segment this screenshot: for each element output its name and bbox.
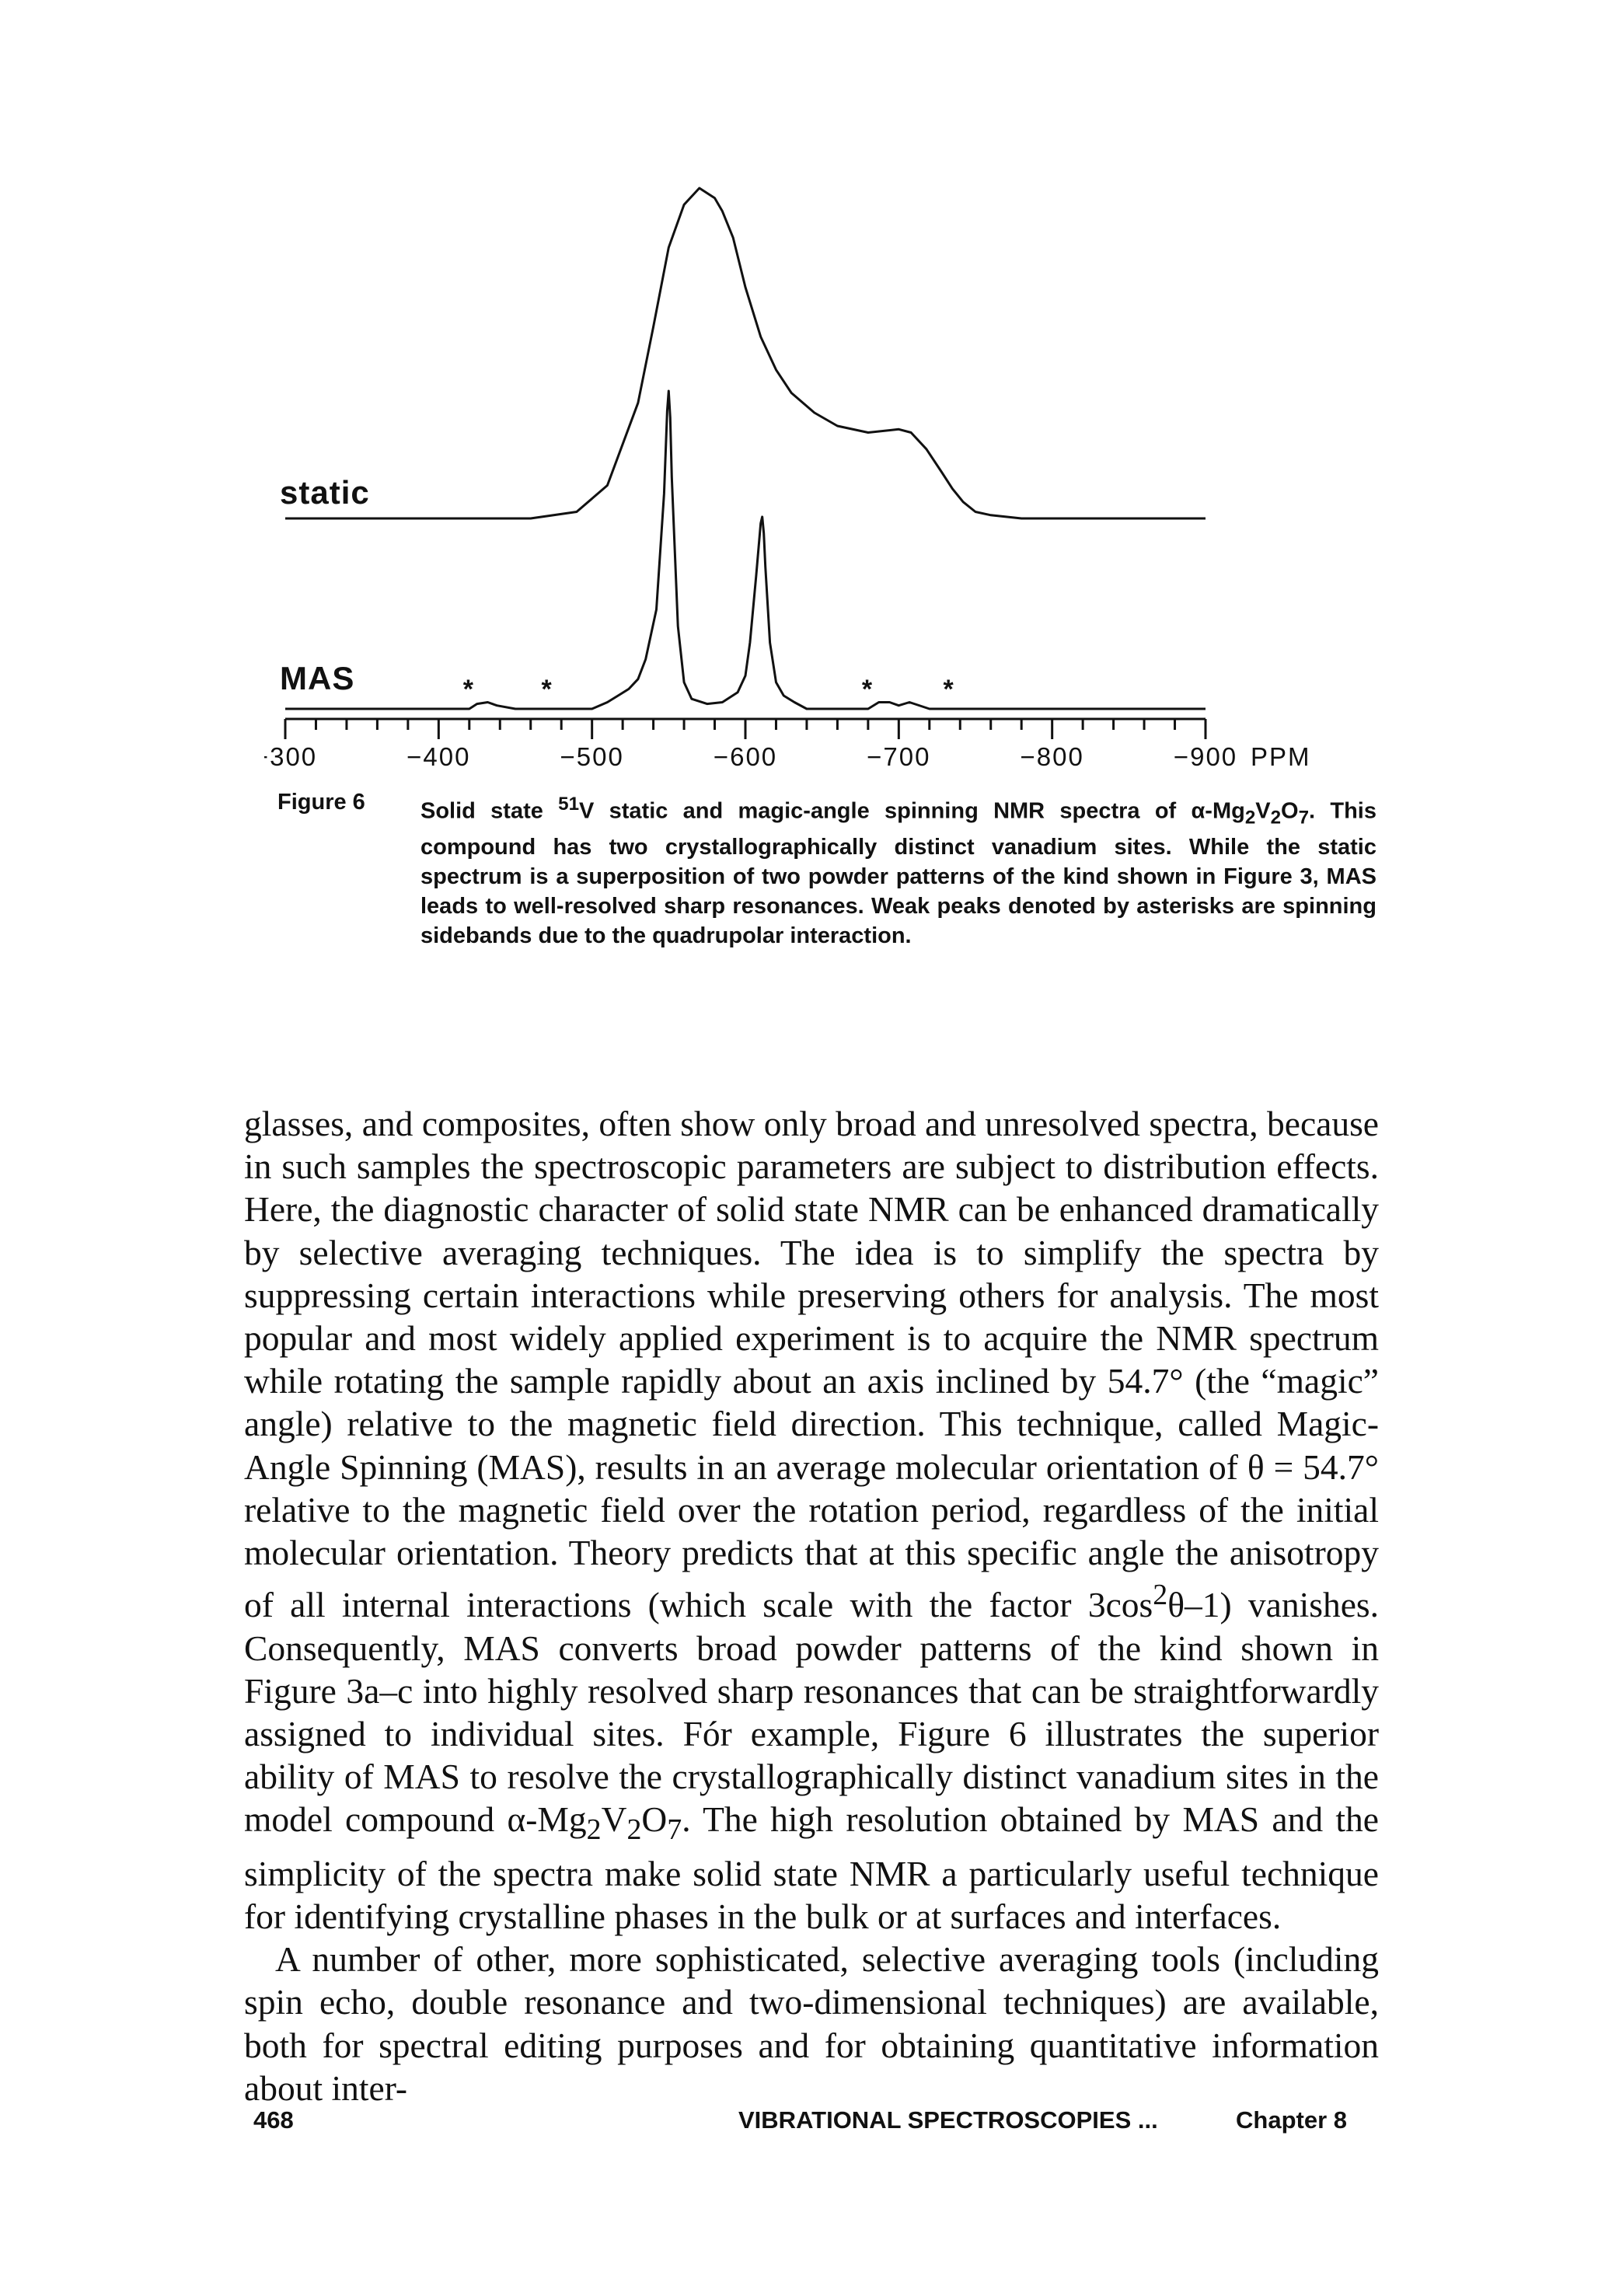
paragraph: glasses, and composites, often show only… — [244, 1104, 1379, 1936]
x-tick-label: −700 — [867, 742, 930, 771]
x-tick-label: −600 — [714, 742, 777, 771]
x-tick-label: −900 — [1174, 742, 1237, 771]
body-text: glasses, and composites, often show only… — [244, 1102, 1379, 2109]
running-title: VIBRATIONAL SPECTROSCOPIES ... — [738, 2106, 1158, 2134]
sideband-asterisk: * — [541, 675, 552, 704]
page-number: 468 — [253, 2106, 294, 2134]
series-line-mas — [285, 389, 1206, 710]
series-line-static — [285, 187, 1206, 520]
trace-label-mas: MAS — [280, 660, 354, 696]
x-tick-label: −300 — [264, 742, 317, 771]
paragraph: A number of other, more sophisticated, s… — [244, 1939, 1379, 2108]
x-tick-label: −800 — [1020, 742, 1083, 771]
x-tick-label: −400 — [406, 742, 470, 771]
sideband-asterisk: * — [463, 675, 474, 704]
figure-label: Figure 6 — [277, 790, 365, 815]
x-axis-unit-label: PPM — [1251, 742, 1311, 771]
x-tick-label: −500 — [560, 742, 623, 771]
sideband-asterisk: * — [943, 675, 954, 704]
chapter-label: Chapter 8 — [1236, 2106, 1347, 2134]
sideband-asterisk: * — [862, 675, 873, 704]
trace-label-static: static — [280, 474, 370, 511]
caption-text: Solid state 51V static and magic-angle s… — [420, 794, 1376, 949]
